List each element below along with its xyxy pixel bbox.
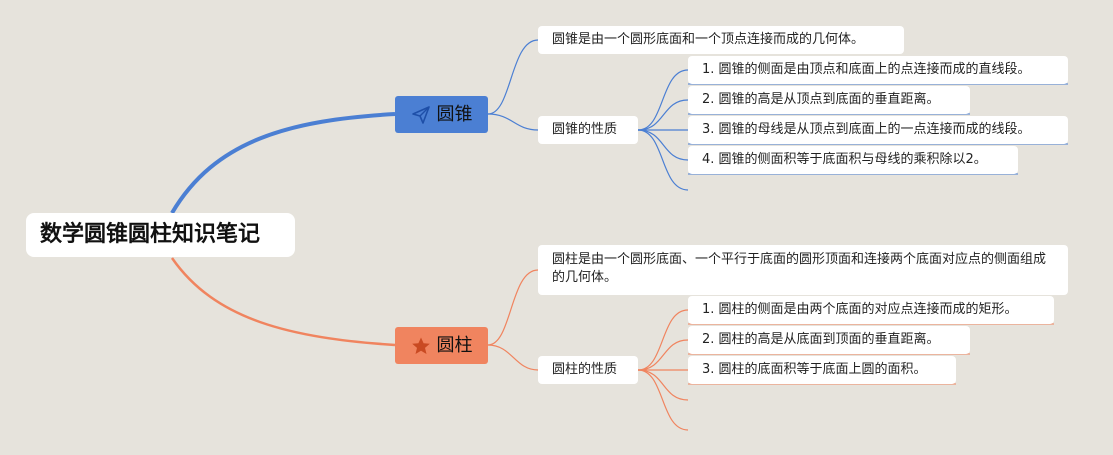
cone-property-4[interactable]: 4. 圆锥的侧面积等于底面积与母线的乘积除以2。 [688, 146, 1018, 174]
branch-cone-label: 圆锥 [436, 103, 473, 125]
cylinder-property-2[interactable]: 2. 圆柱的高是从底面到顶面的垂直距离。 [688, 326, 970, 354]
branch-cylinder-label: 圆柱 [436, 334, 473, 356]
branch-cone[interactable]: 圆锥 [395, 96, 488, 133]
branch-cylinder[interactable]: 圆柱 [395, 327, 488, 364]
cylinder-definition[interactable]: 圆柱是由一个圆形底面、一个平行于底面的圆形顶面和连接两个底面对应点的侧面组成的几… [538, 245, 1068, 295]
cylinder-property-1-text: 1. 圆柱的侧面是由两个底面的对应点连接而成的矩形。 [702, 302, 1018, 317]
cylinder-property-1[interactable]: 1. 圆柱的侧面是由两个底面的对应点连接而成的矩形。 [688, 296, 1054, 324]
cylinder-property-3-text: 3. 圆柱的底面积等于底面上圆的面积。 [702, 362, 927, 377]
cone-property-1[interactable]: 1. 圆锥的侧面是由顶点和底面上的点连接而成的直线段。 [688, 56, 1068, 84]
paper-plane-icon [411, 105, 431, 125]
cylinder-property-2-text: 2. 圆柱的高是从底面到顶面的垂直距离。 [702, 332, 940, 347]
cone-definition-text: 圆锥是由一个圆形底面和一个顶点连接而成的几何体。 [552, 32, 865, 47]
cylinder-properties-title-text: 圆柱的性质 [552, 362, 618, 377]
cylinder-properties-title[interactable]: 圆柱的性质 [538, 356, 638, 384]
cone-properties-title[interactable]: 圆锥的性质 [538, 116, 638, 144]
cone-property-2[interactable]: 2. 圆锥的高是从顶点到底面的垂直距离。 [688, 86, 970, 114]
cylinder-definition-text: 圆柱是由一个圆形底面、一个平行于底面的圆形顶面和连接两个底面对应点的侧面组成的几… [552, 252, 1047, 285]
cone-property-1-text: 1. 圆锥的侧面是由顶点和底面上的点连接而成的直线段。 [702, 62, 1031, 77]
cone-property-3-text: 3. 圆锥的母线是从顶点到底面上的一点连接而成的线段。 [702, 122, 1031, 137]
cone-properties-title-text: 圆锥的性质 [552, 122, 618, 137]
cone-property-3[interactable]: 3. 圆锥的母线是从顶点到底面上的一点连接而成的线段。 [688, 116, 1068, 144]
cone-definition[interactable]: 圆锥是由一个圆形底面和一个顶点连接而成的几何体。 [538, 26, 904, 54]
root-title: 数学圆锥圆柱知识笔记 [40, 222, 261, 247]
cone-property-2-text: 2. 圆锥的高是从顶点到底面的垂直距离。 [702, 92, 940, 107]
cone-property-4-text: 4. 圆锥的侧面积等于底面积与母线的乘积除以2。 [702, 152, 987, 167]
root-topic[interactable]: 数学圆锥圆柱知识笔记 [26, 213, 295, 257]
cylinder-property-3[interactable]: 3. 圆柱的底面积等于底面上圆的面积。 [688, 356, 956, 384]
star-icon [411, 336, 431, 356]
